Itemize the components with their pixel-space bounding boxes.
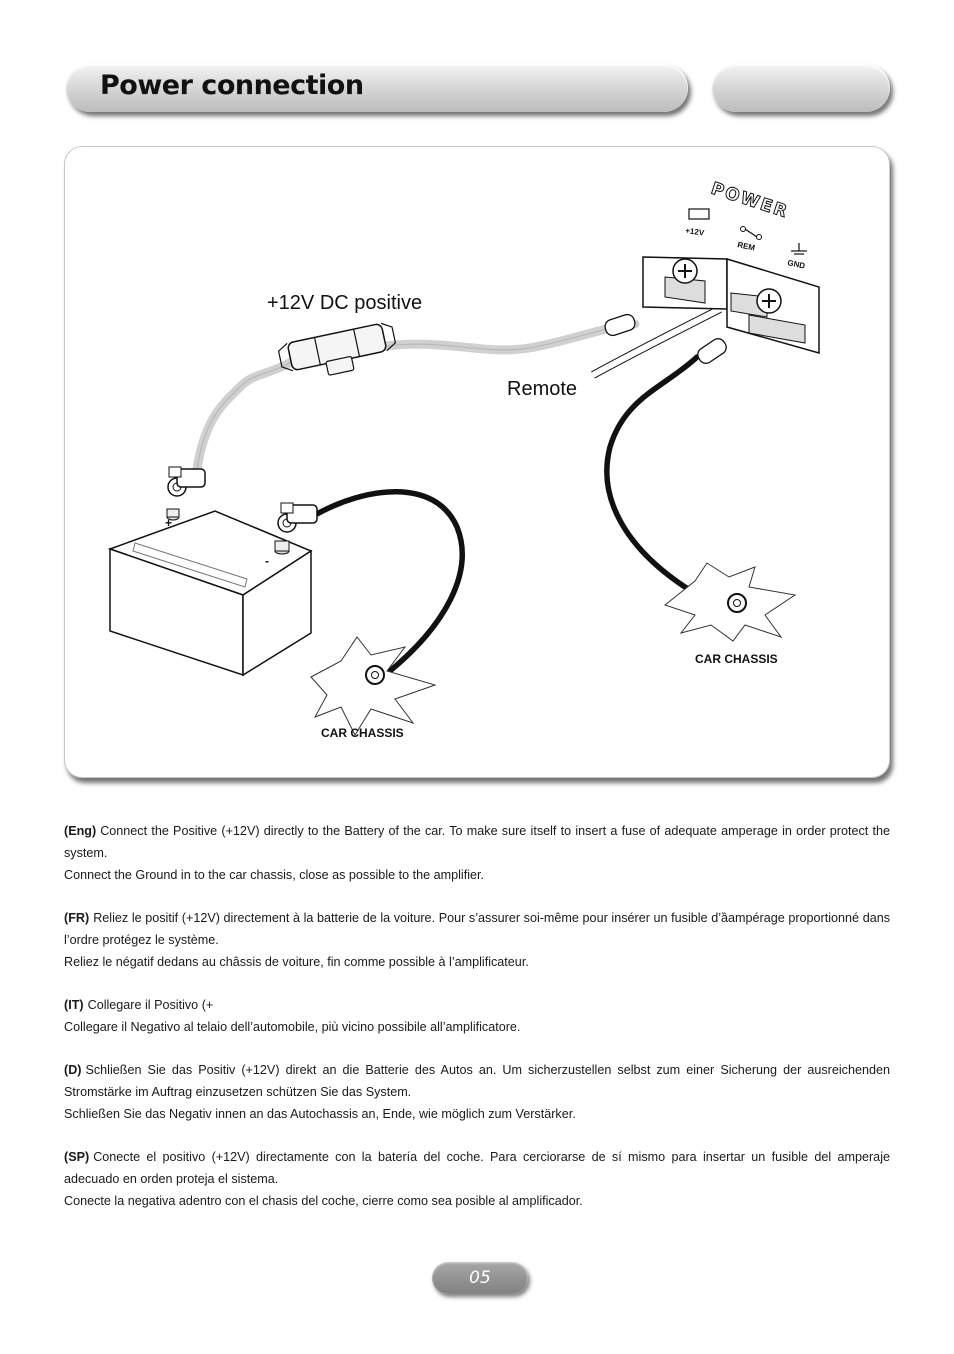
car-chassis-right (663, 562, 797, 642)
language-tag: (SP) (64, 1150, 90, 1164)
language-tag: (IT) (64, 998, 84, 1012)
instructions: (Eng)Connect the Positive (+12V) directl… (64, 820, 890, 1233)
terminal-block-title: POWER (708, 179, 791, 223)
page-number-badge: 05 (432, 1262, 528, 1294)
instruction-line: Reliez le positif (+12V) directement à l… (64, 911, 890, 947)
negative-terminal-clamp (277, 502, 318, 533)
remote-label: Remote (507, 378, 577, 400)
language-tag: (FR) (64, 911, 90, 925)
instruction-line: Conecte el positivo (+12V) directamente … (64, 1150, 890, 1186)
instruction-line: Collegare il Negativo al telaio dell’aut… (64, 1020, 521, 1034)
positive-cable (192, 319, 640, 474)
instruction-italian: (IT)Collegare il Positivo (+ Collegare i… (64, 994, 890, 1038)
ground-cable-battery (312, 489, 465, 678)
battery-plus-label: + (165, 516, 172, 530)
instruction-line: Conecte la negativa adentro con el chasi… (64, 1194, 583, 1208)
page-number: 05 (469, 1268, 491, 1288)
fuse-holder (277, 322, 397, 376)
instruction-german: (D)Schließen Sie das Positiv (+12V) dire… (64, 1059, 890, 1125)
wiring-diagram-panel: + - (64, 146, 890, 778)
car-chassis-left (310, 636, 437, 737)
positive-terminal-clamp (167, 466, 206, 497)
language-tag: (D) (64, 1063, 82, 1077)
language-tag: (Eng) (64, 824, 97, 838)
car-chassis-label-right: CAR CHASSIS (695, 652, 778, 666)
instruction-line: Connect the Ground in to the car chassis… (64, 868, 485, 882)
terminal-rem-label: REM (737, 240, 757, 253)
header-decoration-pill (712, 64, 890, 112)
instruction-line: Schließen Sie das Positiv (+12V) direkt … (64, 1063, 890, 1099)
terminal-gnd-label: GND (787, 258, 806, 271)
instruction-line: Collegare il Positivo (+ (87, 998, 214, 1012)
instruction-english: (Eng)Connect the Positive (+12V) directl… (64, 820, 890, 886)
power-terminal-block: POWER +12V REM GND (604, 178, 820, 364)
title-bar (66, 64, 688, 112)
page-title: Power connection (100, 70, 364, 101)
instruction-line: Connect the Positive (+12V) directly to … (64, 824, 890, 860)
instruction-spanish: (SP)Conecte el positivo (+12V) directame… (64, 1146, 890, 1212)
positive-label: +12V DC positive (267, 292, 422, 314)
terminal-12v-label: +12V (685, 226, 706, 238)
battery: + - (107, 508, 313, 677)
battery-minus-label: - (265, 554, 269, 568)
car-chassis-label-left: CAR CHASSIS (321, 726, 404, 740)
instruction-line: Reliez le négatif dedans au châssis de v… (64, 955, 529, 969)
wiring-diagram: + - (107, 178, 820, 740)
instruction-line: Schließen Sie das Negativ innen an das A… (64, 1107, 576, 1121)
instruction-french: (FR)Reliez le positif (+12V) directement… (64, 907, 890, 973)
